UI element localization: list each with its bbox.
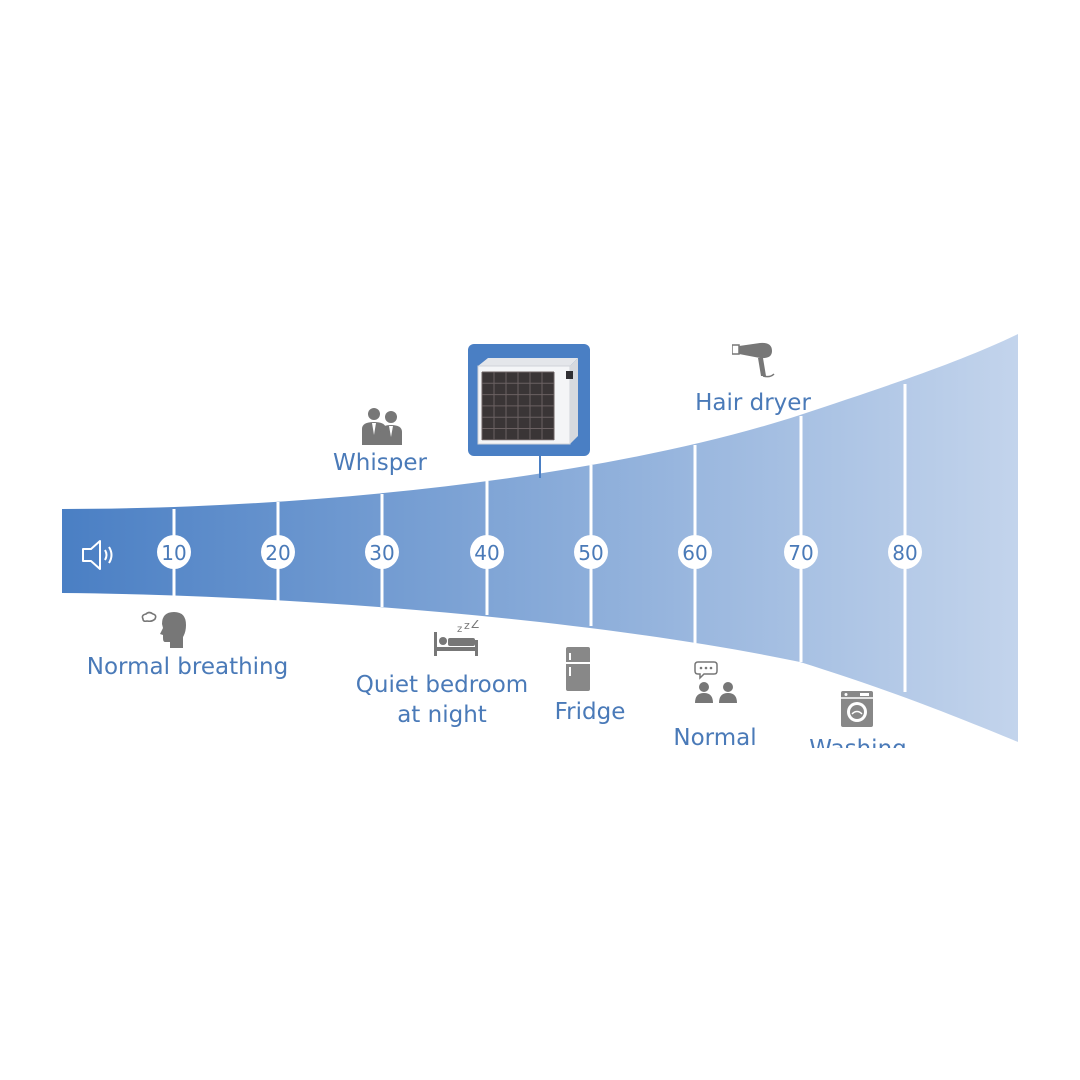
tick-circle-60 (678, 535, 712, 569)
tick-label-30: 30 (369, 541, 394, 565)
speaker-icon (82, 540, 113, 570)
tick-70: 70 (784, 535, 818, 569)
washing-machine-icon (841, 691, 873, 727)
tick-circle-20 (261, 535, 295, 569)
label-quiet-bedroom-line2: at night (397, 702, 487, 728)
tick-circle-10 (157, 535, 191, 569)
tick-label-50: 50 (578, 541, 603, 565)
label-quiet-bedroom: Quiet bedroom at night (350, 670, 534, 730)
svg-text:Z: Z (471, 620, 479, 631)
conversation-people-icon (694, 661, 737, 703)
whisper-people-icon (362, 408, 402, 445)
tick-30: 30 (365, 535, 399, 569)
label-whisper: Whisper (333, 450, 427, 476)
bed-zzz-icon: z z Z (434, 620, 479, 656)
tick-20: 20 (261, 535, 295, 569)
tick-label-40: 40 (474, 541, 499, 565)
tick-50: 50 (574, 535, 608, 569)
breathing-head-icon (141, 611, 186, 648)
decibel-band-shape (62, 334, 1018, 742)
tick-label-80: 80 (892, 541, 917, 565)
heat-pump-image (468, 344, 590, 456)
tick-label-70: 70 (788, 541, 813, 565)
fridge-icon (566, 647, 590, 691)
label-normal-breathing: Normal breathing (86, 654, 289, 680)
tick-label-10: 10 (161, 541, 186, 565)
tick-circle-30 (365, 535, 399, 569)
label-washing-machine: Washing (798, 736, 918, 748)
label-fridge: Fridge (554, 699, 626, 725)
tick-circle-50 (574, 535, 608, 569)
tick-80: 80 (888, 535, 922, 569)
tick-60: 60 (678, 535, 712, 569)
tick-circle-70 (784, 535, 818, 569)
tick-circle-40 (470, 535, 504, 569)
label-normal-conversation: Normal (673, 725, 757, 749)
tick-10: 10 (157, 535, 191, 569)
svg-text:z: z (464, 620, 470, 632)
label-hair-dryer: Hair dryer (695, 390, 811, 416)
svg-text:z: z (457, 624, 462, 635)
tick-40: 40 (470, 535, 504, 569)
label-quiet-bedroom-line1: Quiet bedroom (355, 672, 529, 698)
hair-dryer-icon (732, 342, 775, 378)
tick-label-20: 20 (265, 541, 290, 565)
tick-circle-80 (888, 535, 922, 569)
tick-label-60: 60 (682, 541, 707, 565)
